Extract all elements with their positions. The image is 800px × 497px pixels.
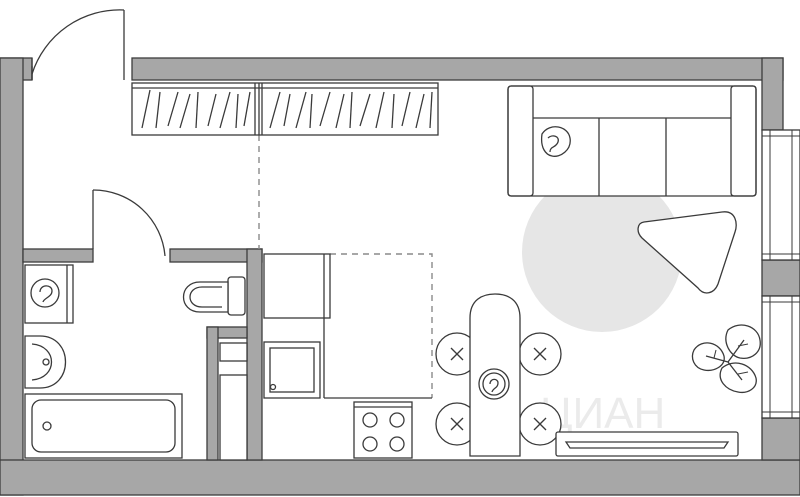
bathtub [24,393,183,459]
sofa [507,85,757,197]
top-wall [131,57,784,81]
tv-stand [555,431,739,457]
cooktop [353,401,413,459]
round-rug [522,172,682,332]
right-wall-top [761,57,784,131]
shaft-wall-left [206,326,219,461]
bottom-wall [0,459,800,496]
entrance-door [31,9,125,80]
toilet [183,276,246,316]
right-wall-pier [761,259,800,297]
kitchen-zone-outline [330,253,433,398]
kitchen-sink [263,341,321,399]
wardrobe [131,82,439,136]
watermark-text: ЦИАН [540,389,665,438]
dining-table [469,293,521,457]
walls [0,57,800,496]
dining-chair [435,402,479,446]
dining-chairs [435,332,562,446]
kitchen-counter-edge [323,318,432,399]
bathroom-sink [24,335,66,389]
bathroom-door [92,189,166,257]
window-lower [761,295,800,419]
dining-chair [518,402,562,446]
left-wall [0,57,24,496]
shaft-box-upper [219,342,248,362]
coffee-table [637,211,737,294]
refrigerator [263,253,331,319]
shaft-box-lower [219,374,248,461]
bathroom-wall-top-left [22,248,94,263]
right-wall-bottom [761,417,800,461]
bathroom-right-wall [246,248,263,461]
dining-chair [518,332,562,376]
window-upper [761,129,800,261]
plant [691,324,761,394]
washing-machine [24,264,74,324]
